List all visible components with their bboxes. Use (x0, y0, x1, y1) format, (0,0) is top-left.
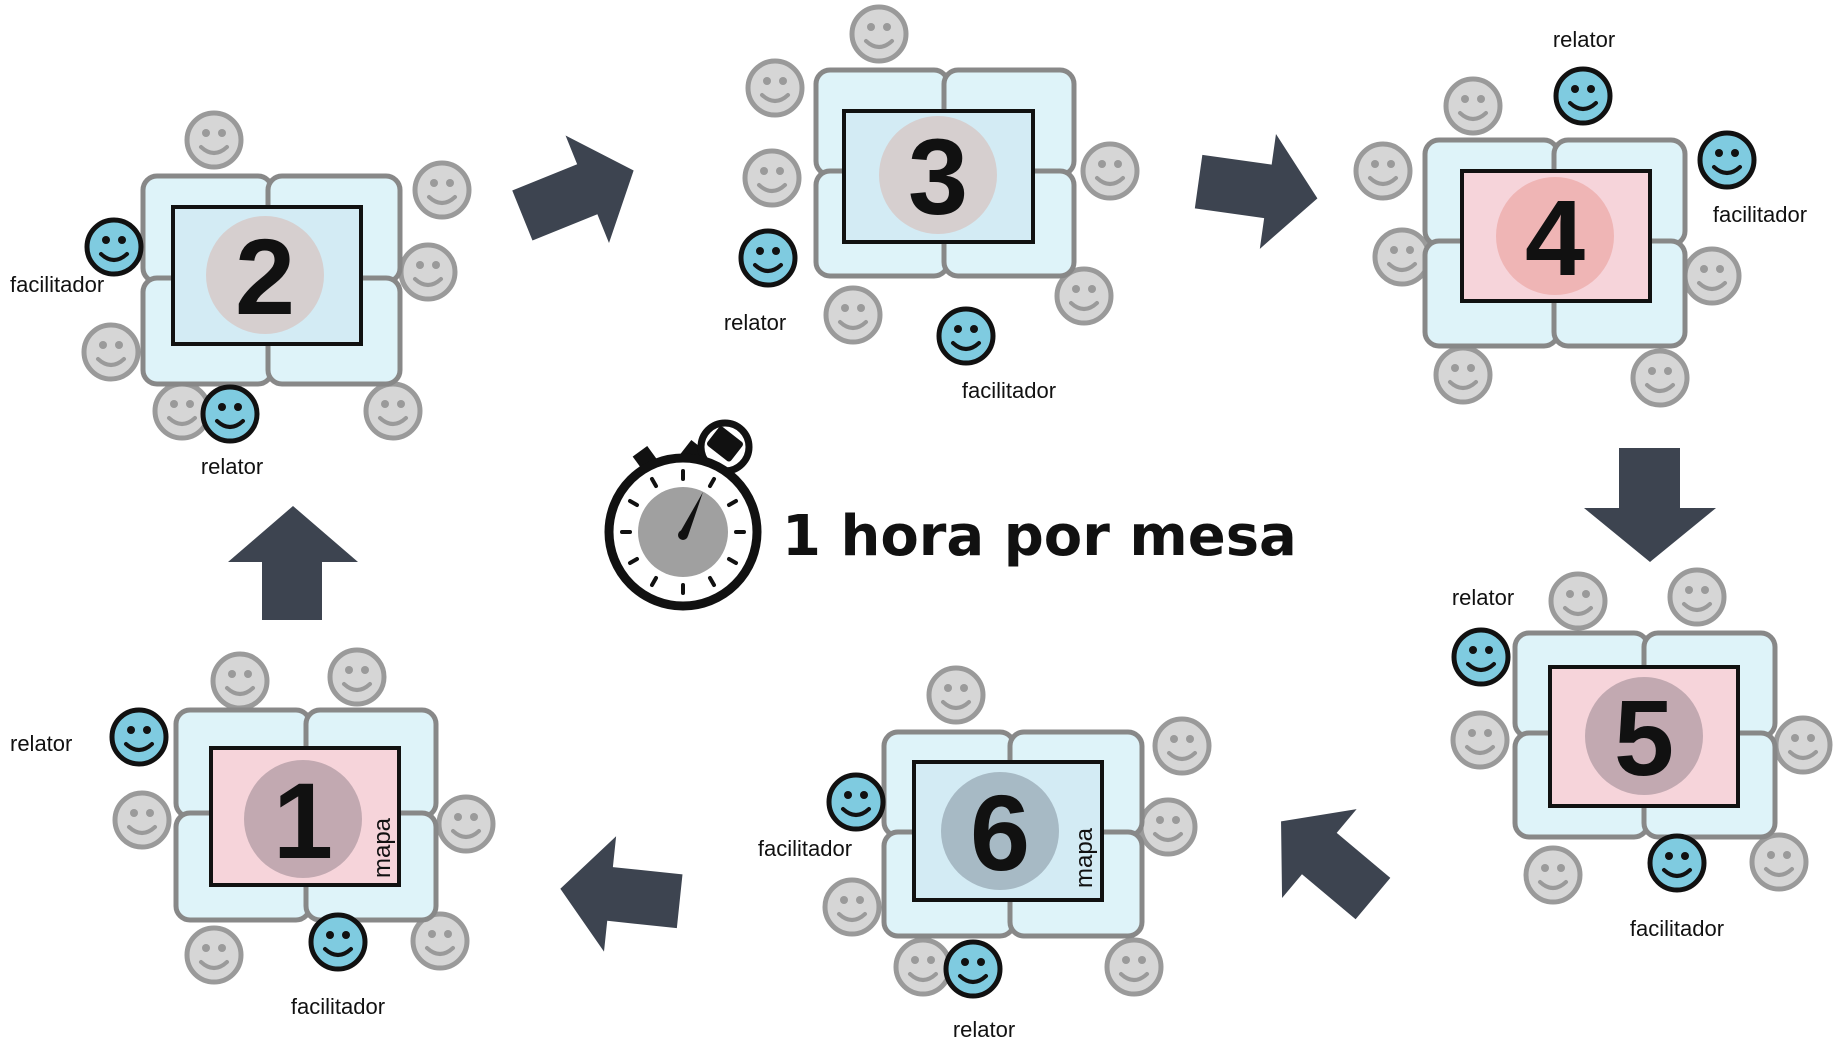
facilitador-icon (311, 915, 365, 969)
participant-icon (1107, 940, 1161, 994)
participant-icon (1375, 230, 1429, 284)
table-4-number: 4 (1525, 177, 1585, 298)
participant-icon (1141, 800, 1195, 854)
table-6-number: 6 (970, 772, 1030, 893)
table-6-map-label: mapa (1071, 827, 1098, 888)
facilitador-icon (829, 775, 883, 829)
participant-icon (115, 793, 169, 847)
participant-icon (415, 163, 469, 217)
relator-icon (112, 710, 166, 764)
participant-icon (1526, 848, 1580, 902)
participant-icon (1356, 144, 1410, 198)
facilitador-icon (939, 309, 993, 363)
participant-icon (825, 880, 879, 934)
table-2-relator-label: relator (201, 454, 263, 479)
participant-icon (1453, 713, 1507, 767)
table-1-relator-label: relator (10, 731, 72, 756)
participant-icon (1155, 719, 1209, 773)
facilitador-icon (1700, 133, 1754, 187)
flow-arrow-left-icon (560, 836, 683, 952)
participant-icon (1776, 718, 1830, 772)
table-4-facilitador-label: facilitador (1713, 202, 1807, 227)
center-caption: 1 hora por mesa (782, 504, 1297, 569)
flow-arrow-right-icon (1194, 133, 1318, 249)
participant-icon (1083, 144, 1137, 198)
table-3-relator-label: relator (724, 310, 786, 335)
table-5-facilitador-label: facilitador (1630, 916, 1724, 941)
facilitador-icon (87, 220, 141, 274)
participant-icon (366, 384, 420, 438)
table-1-group: 1 mapa relator facilitador (10, 650, 493, 1019)
relator-icon (946, 942, 1000, 996)
participant-icon (1551, 574, 1605, 628)
participant-icon (1446, 79, 1500, 133)
relator-icon (203, 387, 257, 441)
flow-arrow-up-icon (228, 506, 358, 620)
participant-icon (1752, 835, 1806, 889)
table-1-facilitador-label: facilitador (291, 994, 385, 1019)
participant-icon (330, 650, 384, 704)
flow-arrow-right-icon (512, 135, 634, 244)
participant-icon (213, 654, 267, 708)
table-5-relator-label: relator (1452, 585, 1514, 610)
table-1-number-badge (244, 760, 362, 878)
participant-icon (748, 61, 802, 115)
table-3-group: 3 relator facilitador (724, 7, 1137, 403)
participant-icon (187, 928, 241, 982)
facilitador-icon (1650, 836, 1704, 890)
participant-icon (929, 668, 983, 722)
participant-icon (1633, 351, 1687, 405)
table-4-relator-label: relator (1553, 27, 1615, 52)
participant-icon (1670, 570, 1724, 624)
table-6-facilitador-label: facilitador (758, 836, 852, 861)
table-2-group: 2 facilitador relator (10, 113, 469, 479)
participant-icon (439, 797, 493, 851)
table-2-number: 2 (235, 216, 295, 337)
table-3-number-badge (879, 116, 997, 234)
flow-arrow-left-icon (1281, 809, 1391, 920)
stopwatch-icon (604, 419, 762, 611)
table-6-relator-label: relator (953, 1017, 1015, 1039)
table-1-number: 1 (273, 760, 333, 881)
participant-icon (896, 940, 950, 994)
table-5-group: 5 relator facilitador (1452, 570, 1830, 941)
participant-icon (187, 113, 241, 167)
table-3-facilitador-label: facilitador (962, 378, 1056, 403)
relator-icon (1556, 69, 1610, 123)
table-6-number-badge (941, 772, 1059, 890)
table-4-number-badge (1496, 177, 1614, 295)
participant-icon (401, 245, 455, 299)
participant-icon (745, 151, 799, 205)
table-3-number: 3 (908, 116, 968, 237)
table-4-group: 4 relator facilitador (1356, 27, 1807, 405)
participant-icon (1685, 249, 1739, 303)
table-1-map-label: mapa (369, 817, 396, 878)
table-2-number-badge (206, 216, 324, 334)
flow-arrow-down-icon (1584, 448, 1716, 562)
relator-icon (1454, 630, 1508, 684)
participant-icon (84, 325, 138, 379)
table-5-number-badge (1585, 677, 1703, 795)
relator-icon (741, 231, 795, 285)
participant-icon (826, 288, 880, 342)
participant-icon (852, 7, 906, 61)
table-2-facilitador-label: facilitador (10, 272, 104, 297)
table-5-number: 5 (1614, 677, 1674, 798)
table-6-group: 6 mapa facilitador relator (758, 668, 1209, 1039)
participant-icon (1436, 348, 1490, 402)
